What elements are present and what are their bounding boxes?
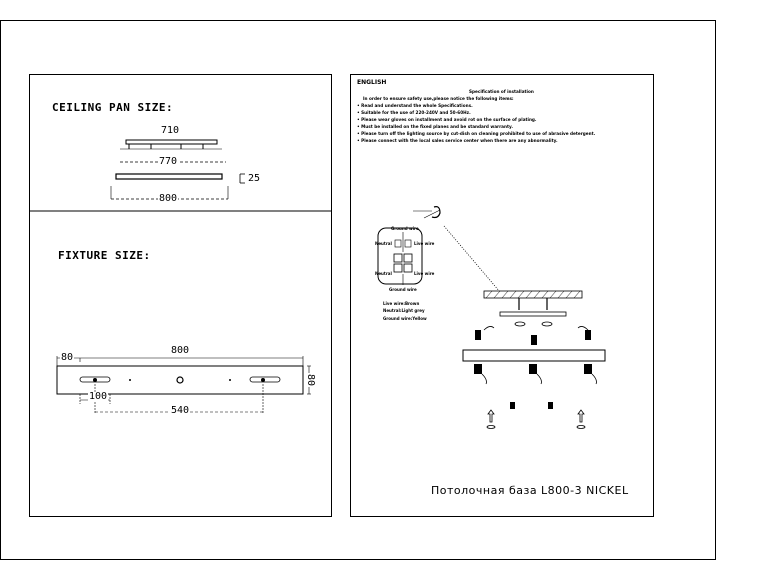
dim-fixture-offset: 80 [60, 352, 75, 363]
right-panel [350, 74, 654, 517]
wiring-neutral-1: Neutral [375, 241, 392, 246]
ceiling-pan-title: CEILING PAN SIZE: [52, 101, 174, 114]
dim-fixture-height: 80 [305, 372, 317, 388]
wiring-live-1: Live wire [414, 241, 435, 246]
dim-ceiling-bottom: 800 [158, 193, 179, 204]
dim-ceiling-top: 710 [160, 125, 181, 136]
wiring-ground-bottom: Ground wire [389, 287, 417, 292]
wiring-diagram [377, 206, 441, 285]
dim-fixture-length: 800 [170, 345, 191, 356]
dim-ceiling-height: 25 [247, 173, 262, 184]
product-caption: Потолочная база L800-3 NICKEL [431, 484, 629, 497]
fixture-title: FIXTURE SIZE: [58, 249, 151, 262]
spec-item: • Please turn off the lighting source by… [357, 131, 596, 136]
wiring-live-2: Live wire [414, 271, 435, 276]
left-panel [29, 74, 332, 517]
wiring-legend-live: Live wire:Brown [383, 301, 420, 306]
outer-frame [0, 20, 716, 560]
dim-ceiling-middle: 770 [158, 156, 179, 167]
language-label: ENGLISH [357, 79, 387, 86]
spec-item: • Read and understand the whole Specific… [357, 103, 473, 108]
spec-item: • Please wear gloves on installment and … [357, 117, 537, 122]
dim-fixture-mount: 540 [170, 405, 191, 416]
spec-item: • Suitable for the use of 220-240V and 5… [357, 110, 471, 115]
wiring-legend-neutral: Neutral:Light grey [383, 308, 425, 313]
ceiling-pan-drawing [110, 139, 245, 200]
installation-diagram [462, 290, 606, 429]
spec-intro: In order to ensure safety use,please not… [363, 96, 514, 101]
wiring-ground-top: Ground wire [391, 226, 419, 231]
spec-title: Specification of installation [469, 89, 534, 94]
dim-fixture-spacing: 100 [88, 391, 109, 402]
spec-item: • Please connect with the local sales se… [357, 138, 558, 143]
wiring-neutral-2: Neutral [375, 271, 392, 276]
wiring-legend-ground: Ground wire:Yellow [383, 316, 427, 321]
spec-item: • Must be installed on the fixed planes … [357, 124, 513, 129]
